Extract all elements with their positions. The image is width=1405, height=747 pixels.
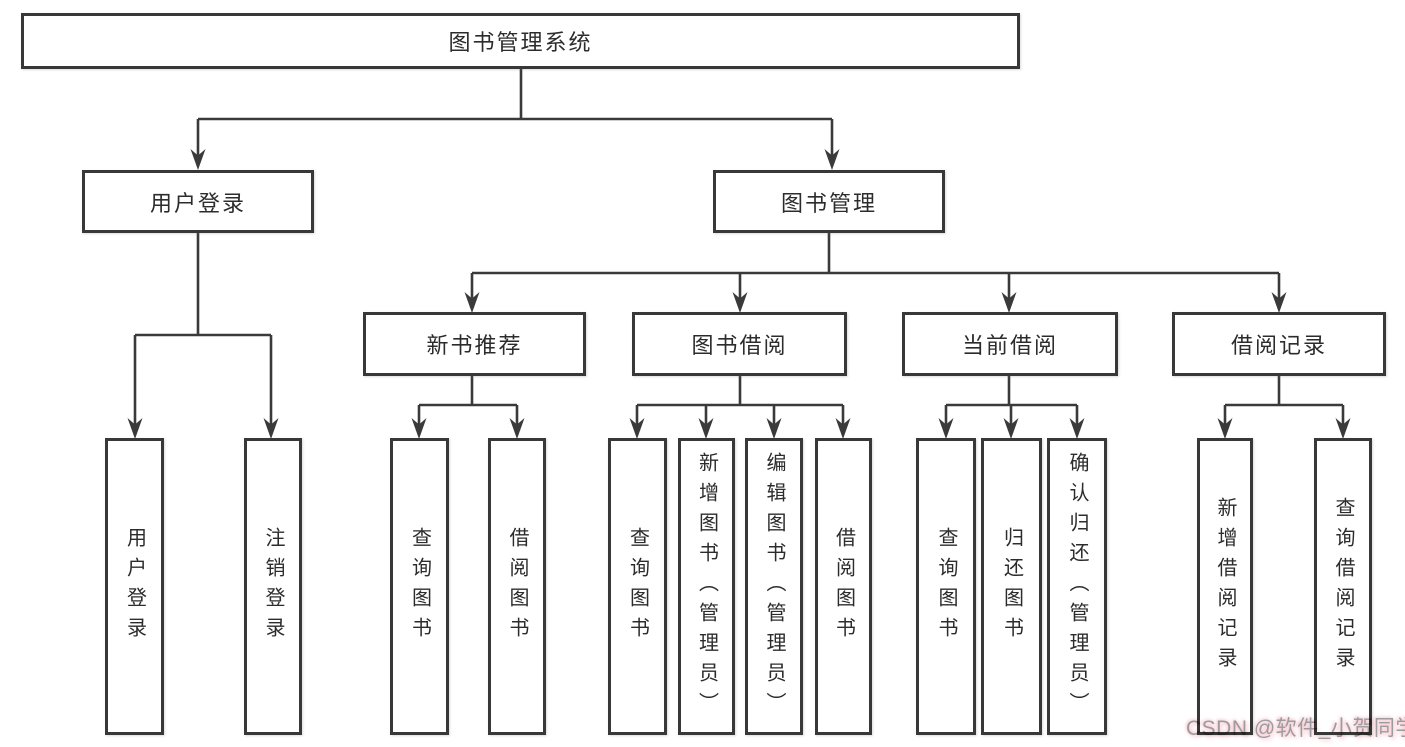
leaf-add-borrow-record: 新增借阅记录 (1197, 438, 1253, 735)
node-label: 用户登录 (149, 190, 246, 216)
leaf-label: 注销登录 (262, 526, 284, 647)
leaf-borrow-books-recommend: 借阅图书 (488, 438, 546, 735)
csdn-watermark: CSDN @软件_小贺同学 (1186, 717, 1405, 740)
node-book-borrowing: 图书借阅 (632, 312, 847, 376)
leaf-query-borrow-record: 查询借阅记录 (1314, 438, 1372, 735)
leaf-query-books-borrowing: 查询图书 (608, 438, 667, 735)
leaf-return-books: 归还图书 (981, 438, 1042, 735)
node-book-management: 图书管理 (713, 170, 945, 233)
leaf-label: 确认归还（管理员） (1066, 451, 1088, 722)
leaf-confirm-return-admin: 确认归还（管理员） (1047, 438, 1107, 735)
leaf-label: 借阅图书 (506, 526, 528, 647)
leaf-label: 查询借阅记录 (1332, 496, 1354, 677)
node-borrowing-records: 借阅记录 (1172, 312, 1386, 376)
node-label: 图书管理系统 (448, 30, 593, 55)
node-current-borrowing: 当前借阅 (902, 312, 1118, 376)
leaf-add-books-admin: 新增图书（管理员） (678, 438, 735, 735)
node-new-book-recommend: 新书推荐 (363, 312, 586, 376)
leaf-label: 查询图书 (626, 526, 649, 647)
node-label: 图书借阅 (691, 333, 788, 358)
leaf-label: 新增图书（管理员） (695, 451, 718, 722)
node-label: 当前借阅 (961, 333, 1058, 358)
leaf-query-books-recommend: 查询图书 (390, 438, 449, 735)
leaf-label: 编辑图书（管理员） (763, 451, 785, 722)
node-book-management-system: 图书管理系统 (21, 13, 1020, 69)
leaf-label: 归还图书 (1000, 526, 1023, 647)
leaf-query-books-current: 查询图书 (916, 438, 976, 735)
leaf-logout: 注销登录 (244, 438, 302, 735)
leaf-label: 查询图书 (408, 526, 431, 647)
node-user-login: 用户登录 (82, 170, 314, 233)
leaf-borrow-books: 借阅图书 (815, 438, 872, 735)
node-label: 借阅记录 (1230, 333, 1327, 358)
node-label: 图书管理 (780, 190, 877, 216)
leaf-edit-books-admin: 编辑图书（管理员） (745, 438, 803, 735)
node-label: 新书推荐 (426, 333, 523, 358)
leaf-user-login: 用户登录 (105, 438, 164, 735)
leaf-label: 借阅图书 (832, 526, 855, 647)
leaf-label: 查询图书 (935, 526, 957, 647)
leaf-label: 用户登录 (123, 526, 146, 647)
leaf-label: 新增借阅记录 (1214, 496, 1236, 677)
